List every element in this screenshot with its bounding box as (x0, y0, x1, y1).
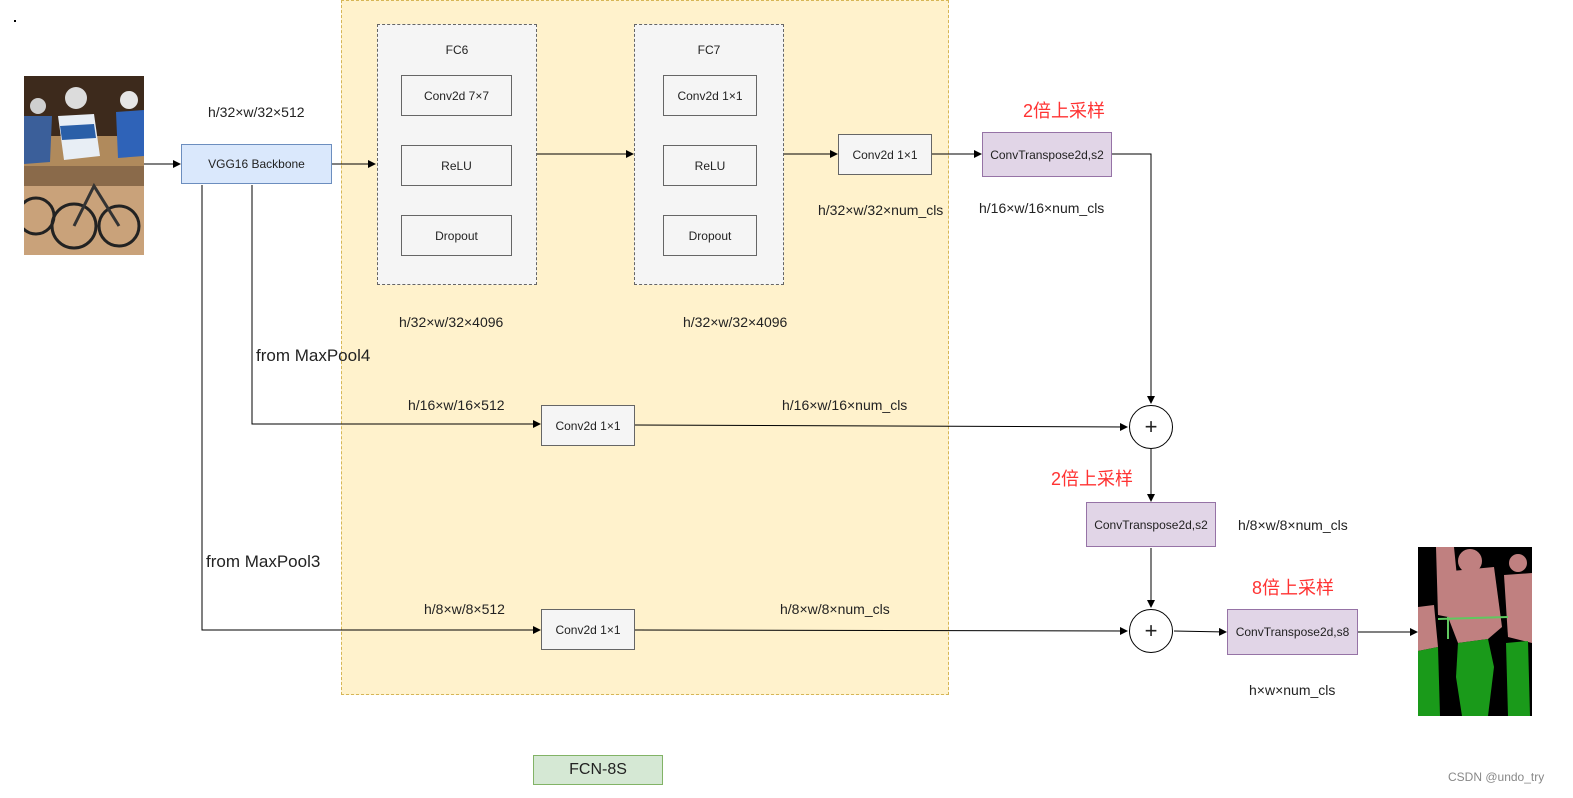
final-output-shape: h×w×num_cls (1249, 682, 1336, 698)
pool3-conv-box[interactable]: Conv2d 1×1 (541, 609, 635, 650)
score32-output-shape: h/32×w/32×num_cls (818, 202, 944, 218)
stray-dot (14, 20, 16, 22)
pool4-input-shape: h/16×w/16×512 (408, 397, 505, 413)
pool3-output-shape: h/8×w/8×num_cls (780, 601, 890, 617)
watermark: CSDN @undo_try (1448, 770, 1545, 784)
pool4-output-shape: h/16×w/16×num_cls (782, 397, 908, 413)
score32-conv-box[interactable]: Conv2d 1×1 (838, 134, 932, 175)
upsample2-box[interactable]: ConvTranspose2d,s2 (1086, 502, 1216, 547)
pool4-conv-box[interactable]: Conv2d 1×1 (541, 405, 635, 446)
fc7-conv-layer[interactable]: Conv2d 1×1 (663, 75, 757, 116)
pool3-skip-label: from MaxPool3 (206, 552, 321, 571)
fc6-group[interactable]: FC6 Conv2d 7×7 ReLU Dropout (377, 24, 537, 285)
vgg16-backbone-box[interactable]: VGG16 Backbone (181, 144, 332, 184)
fc7-group[interactable]: FC7 Conv2d 1×1 ReLU Dropout (634, 24, 784, 285)
pool3-input-shape: h/8×w/8×512 (424, 601, 505, 617)
fc6-title: FC6 (445, 43, 469, 57)
fc6-dropout-layer[interactable]: Dropout (401, 215, 512, 256)
fc6-conv-layer[interactable]: Conv2d 7×7 (401, 75, 512, 116)
backbone-output-shape: h/32×w/32×512 (208, 104, 305, 120)
model-name-badge: FCN-8S (533, 755, 663, 785)
fc7-title: FC7 (697, 43, 721, 57)
pool4-skip-label: from MaxPool4 (256, 346, 371, 365)
fc7-relu-layer[interactable]: ReLU (663, 145, 757, 186)
upsample1-box[interactable]: ConvTranspose2d,s2 (982, 132, 1112, 177)
upsample3-box[interactable]: ConvTranspose2d,s8 (1227, 609, 1358, 655)
upsample1-caption: 2倍上采样 (1023, 101, 1106, 121)
input-image (16, 76, 144, 255)
upsample2-output-shape: h/8×w/8×num_cls (1238, 517, 1348, 533)
fc6-relu-layer[interactable]: ReLU (401, 145, 512, 186)
upsample3-caption: 8倍上采样 (1252, 578, 1335, 598)
upsample2-caption: 2倍上采样 (1051, 469, 1134, 489)
fc7-output-shape: h/32×w/32×4096 (683, 314, 788, 330)
sum-node-1[interactable]: + (1129, 405, 1173, 449)
fc6-output-shape: h/32×w/32×4096 (399, 314, 504, 330)
output-segmentation-image (1418, 547, 1532, 716)
sum-node-2[interactable]: + (1129, 609, 1173, 653)
upsample1-output-shape: h/16×w/16×num_cls (979, 200, 1105, 216)
fc7-dropout-layer[interactable]: Dropout (663, 215, 757, 256)
